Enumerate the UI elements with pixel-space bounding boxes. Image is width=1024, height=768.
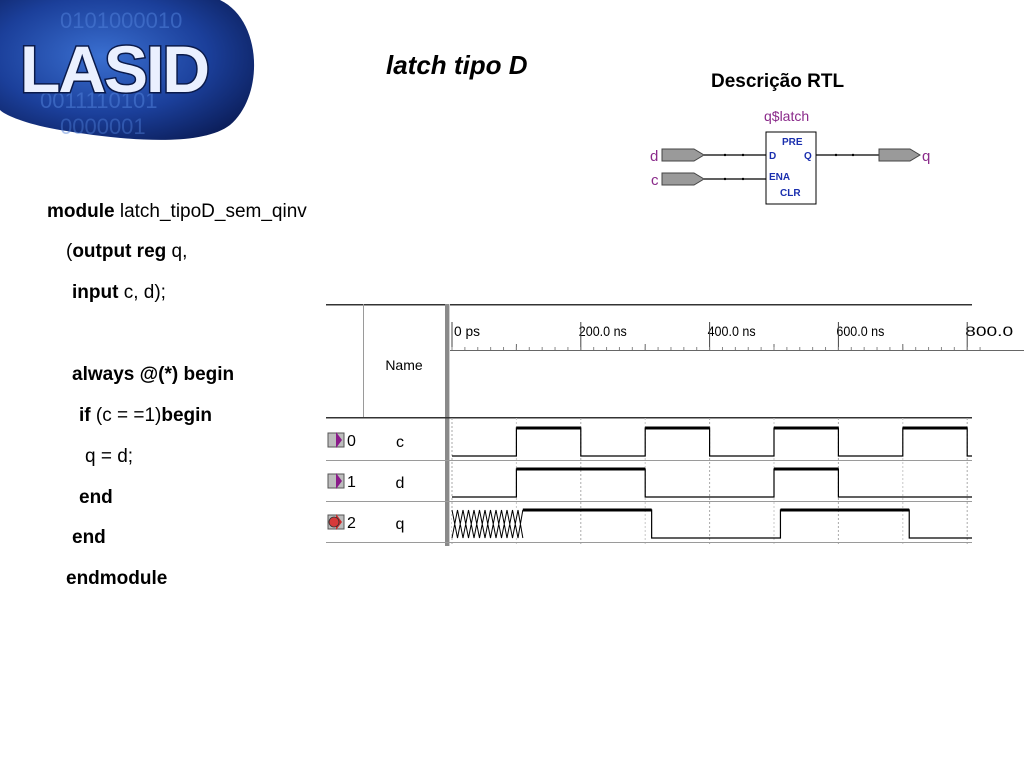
input-pin-icon [327,473,345,489]
time-label: 600.0 ns [836,323,884,339]
slide-title: latch tipo D [386,50,528,80]
code-text: c, d); [118,282,166,303]
name-column-header: Name [385,357,423,373]
time-label: 0 ps [454,323,480,339]
time-label: 800.0 [965,323,1013,339]
code-keyword: end [79,487,113,508]
signal-index: 0 [347,433,356,450]
undefined-hatch [451,509,524,539]
code-line: end [72,527,106,549]
time-ruler-baseline [450,350,1024,351]
rtl-port-clr: CLR [780,188,801,199]
signal-name: q [396,516,405,533]
logo-bits-3: 0000001 [60,114,146,139]
logo-text: LASID [20,32,208,106]
pin-icon-arrow [336,432,342,448]
code-keyword: input [72,282,119,303]
code-line: endmodule [66,568,167,590]
signal-index: 1 [347,474,356,491]
rtl-port-pre: PRE [782,137,803,148]
lasid-logo: 0101000010 0011110101 0000001 LASID [0,0,255,140]
signal-index: 2 [347,515,356,532]
top-border [326,304,972,306]
code-line: input c, d); [72,282,166,304]
code-text: q, [166,241,188,262]
rtl-port-q: Q [804,151,812,162]
signal-row-separator [326,460,972,461]
rtl-instance-name: q$latch [764,108,809,124]
rtl-input-c-label: c [651,172,659,189]
output-pin-icon [327,514,345,530]
code-line: end [79,487,113,509]
signal-name: c [396,434,404,451]
time-label: 200.0 ns [579,323,627,339]
rtl-latch-diagram: q$latch d c PRE D Q ENA CLR q [650,108,930,205]
code-keyword: if [79,405,91,426]
time-label: 400.0 ns [708,323,756,339]
pin-icon-dot [328,516,340,528]
code-keyword: output reg [72,241,167,262]
code-text: latch_tipoD_sem_qinv [114,201,307,222]
code-keyword: begin [161,405,213,426]
rtl-port-d: D [769,151,776,162]
code-text: ( [66,241,73,262]
rtl-input-c-pin [661,172,705,186]
name-wave-divider [445,304,450,546]
code-line: if (c = =1)begin [79,405,212,427]
index-column-divider [363,304,364,418]
logo-bits-1: 0101000010 [60,8,182,33]
signal-row-separator [326,542,972,543]
input-pin-icon [327,432,345,448]
name-header-area [326,300,448,418]
rtl-latch-box [765,131,817,205]
code-line: always @(*) begin [72,364,234,386]
pin-icon-arrow [336,473,342,489]
waveform-viewer: Name 0 ps 200.0 ns 400.0 ns 600.0 ns 800.0 0 c 1… [326,300,1024,546]
code-keyword: endmodule [66,568,168,589]
rtl-output-q-pin [878,148,921,162]
signal-row-separator [326,501,972,502]
signal-waveform [522,509,972,539]
rtl-port-ena: ENA [769,172,790,183]
code-keyword: module [47,201,115,222]
code-text: q = d; [85,446,134,467]
rtl-description-label: Descrição RTL [711,71,845,92]
name-wave-divider-hl [449,304,450,546]
signal-waveform [452,427,972,457]
rtl-output-q-label: q [922,148,930,165]
rtl-input-d-label: d [650,148,658,165]
code-line: q = d; [85,446,133,468]
code-text: (c = =1) [90,405,162,426]
waveform-svg: Name 0 ps 200.0 ns 400.0 ns 600.0 ns 800.0 0 c 1… [326,300,1024,546]
signal-waveform [452,468,972,498]
code-line: module latch_tipoD_sem_qinv [47,201,307,223]
code-keyword: always @(*) begin [72,364,235,385]
logo-bits-2: 0011110101 [40,88,157,113]
header-bottom-border [326,417,972,419]
signal-name: d [396,475,405,492]
code-line: (output reg q, [66,241,187,263]
rtl-input-d-pin [661,148,705,162]
code-keyword: end [72,527,106,548]
